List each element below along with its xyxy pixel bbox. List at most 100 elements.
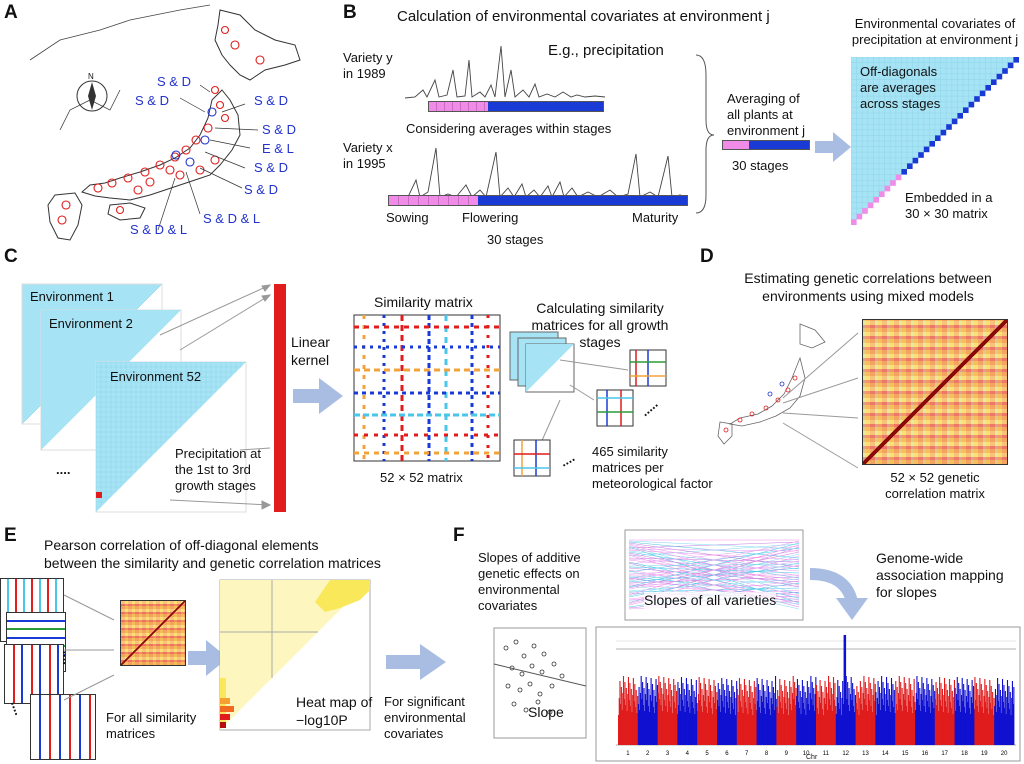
manhattan-point	[704, 684, 707, 745]
manhattan-point	[836, 697, 838, 745]
manhattan-point	[731, 703, 733, 745]
manhattan-point	[637, 704, 639, 745]
manhattan-point	[910, 684, 912, 745]
diagonal-cell	[951, 118, 958, 125]
manhattan-point	[801, 697, 803, 745]
manhattan-point	[678, 705, 680, 745]
manhattan-point	[847, 705, 849, 745]
manhattan-point	[979, 678, 981, 745]
manhattan-point	[831, 711, 833, 745]
heatmap-label-1: Heat map of	[296, 694, 373, 710]
manhattan-point	[736, 689, 738, 745]
manhattan-point	[635, 690, 637, 745]
manhattan-point	[750, 709, 753, 745]
manhattan-point	[874, 684, 876, 745]
manhattan-point	[697, 711, 699, 745]
manhattan-point	[993, 698, 995, 745]
manhattan-point	[912, 713, 914, 745]
panel-d-title-2: environments using mixed models	[762, 288, 974, 304]
manhattan-point	[1004, 691, 1006, 745]
manhattan-point	[690, 679, 692, 745]
manhattan-point	[682, 683, 684, 745]
manhattan-point	[618, 715, 620, 745]
manhattan-point	[871, 689, 873, 745]
mini-sim-matrix-3	[513, 439, 551, 477]
linear-kernel-line-1: Linear	[291, 334, 330, 350]
panel-d-caption-2: correlation matrix	[885, 486, 985, 501]
manhattan-point	[793, 699, 795, 745]
manhattan-point	[733, 692, 736, 745]
manhattan-point	[662, 694, 664, 745]
manhattan-point	[898, 693, 900, 745]
manhattan-point	[881, 699, 883, 745]
mini-sim-matrix-2	[596, 389, 634, 427]
manhattan-point	[773, 710, 775, 745]
manhattan-point	[782, 714, 784, 745]
manhattan-point	[709, 685, 712, 745]
manhattan-point	[681, 700, 683, 745]
manhattan-point	[964, 690, 966, 745]
manhattan-point	[926, 678, 928, 745]
manhattan-point	[884, 711, 886, 745]
manhattan-point	[834, 683, 836, 745]
manhattan-point	[908, 678, 910, 745]
manhattan-point	[622, 693, 624, 745]
manhattan-point	[869, 683, 871, 745]
chromosome-tick-label: 18	[961, 751, 968, 757]
manhattan-point	[977, 712, 980, 745]
manhattan-point	[698, 677, 700, 745]
env1-label: Environment 1	[30, 289, 114, 304]
manhattan-point	[833, 700, 835, 745]
manhattan-point	[835, 706, 837, 745]
manhattan-point	[753, 698, 755, 745]
variety-y-year: in 1989	[343, 66, 386, 81]
manhattan-point	[777, 690, 779, 745]
offdiag-line-1: Off-diagonals	[860, 64, 938, 79]
manhattan-point	[801, 680, 803, 745]
manhattan-point	[747, 714, 749, 745]
manhattan-point	[1006, 697, 1008, 745]
stages-bottom-label: 30 stages	[487, 232, 544, 247]
manhattan-point	[987, 691, 989, 745]
manhattan-point	[866, 688, 868, 745]
slopes-line-2: genetic effects on	[478, 566, 580, 581]
manhattan-point	[968, 685, 970, 745]
manhattan-point	[787, 715, 789, 745]
manhattan-point	[966, 679, 968, 745]
manhattan-point	[738, 678, 741, 745]
manhattan-point	[733, 709, 735, 745]
manhattan-point	[820, 686, 823, 745]
precip-line-1: Precipitation at	[175, 446, 261, 461]
manhattan-point	[791, 710, 793, 745]
manhattan-point	[904, 700, 906, 745]
manhattan-point	[943, 695, 945, 745]
manhattan-point	[639, 693, 642, 745]
manhattan-point	[709, 702, 711, 745]
arrows-to-genetic-matrix	[782, 332, 859, 469]
manhattan-point	[936, 688, 939, 745]
manhattan-point	[986, 708, 988, 745]
manhattan-point	[948, 679, 951, 745]
diagonal-cell	[856, 213, 863, 220]
manhattan-point	[902, 711, 904, 745]
manhattan-point	[710, 708, 712, 745]
variety-slope-line	[628, 540, 800, 550]
manhattan-point	[791, 693, 794, 745]
heatmap-label-2: −log10P	[296, 712, 348, 728]
diagonal-cell	[873, 197, 879, 203]
calc-line-3: stages	[579, 334, 621, 350]
manhattan-point	[832, 677, 835, 745]
manhattan-point	[806, 681, 808, 745]
manhattan-point	[705, 707, 707, 745]
chromosome-tick-label: 1	[626, 751, 630, 757]
map-label-7: S & D	[244, 182, 278, 197]
manhattan-point	[671, 690, 673, 745]
manhattan-point	[653, 690, 655, 745]
significant-line-1: For significant	[384, 694, 465, 709]
manhattan-point	[672, 696, 674, 745]
manhattan-point	[741, 707, 743, 745]
manhattan-point	[919, 711, 922, 745]
manhattan-point	[849, 711, 851, 745]
slopes-line-3: environmental	[478, 582, 560, 597]
manhattan-point	[620, 687, 622, 745]
